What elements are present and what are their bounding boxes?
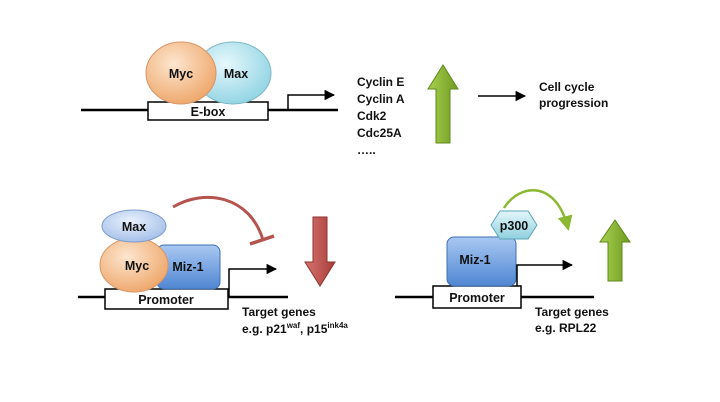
miz1-label-left: Miz-1 [172,260,203,274]
p300-protein [490,210,538,240]
caption-right-line1: Target genes [535,305,609,319]
gene-item: Cyclin A [357,92,405,106]
miz1-label-right: Miz-1 [459,253,490,267]
myc-label-left: Myc [125,259,149,273]
outcome-line2: progression [539,96,608,110]
promoter-label-right: Promoter [449,291,505,305]
max-label-top: Max [224,67,248,81]
caption-left-line2: e.g. p21waf, p15ink4a [242,321,348,336]
ebox-label: E-box [191,105,226,119]
upregulation-arrow-right [599,219,631,282]
transcription-arrow-right [516,259,574,286]
caption-right-line2: e.g. RPL22 [535,321,597,335]
caption-left-sup1: waf [286,321,301,330]
repression-curve [172,195,265,241]
caption-left-mid: , p15 [300,322,328,336]
p300-label: p300 [500,219,529,233]
gene-item: Cdc25A [357,126,402,140]
max-protein-left [101,209,167,243]
myc-protein-top [145,41,217,105]
transcription-arrow-top [287,89,336,110]
promoter-label-left: Promoter [138,293,194,307]
caption-left-sup2: ink4a [327,321,348,330]
repression-bar [249,234,275,246]
top-panel: E-box Myc Max Cyclin E Cyclin A Cdk2 Cdc… [81,41,608,157]
caption-left-prefix: e.g. p21 [242,322,287,336]
gene-item: ….. [357,143,376,157]
max-label-left: Max [122,220,146,234]
bottom-left-panel: Promoter Miz-1 Myc Max Target genes e.g.… [78,195,348,336]
upregulation-arrow-top [427,64,459,144]
outcome-line1: Cell cycle [539,80,595,94]
downregulation-arrow [304,216,336,287]
gene-item: Cdk2 [357,109,387,123]
bottom-right-panel: Promoter Miz-1 p300 Target genes e.g. RP… [395,189,631,335]
caption-left-line1: Target genes [242,305,316,319]
miz1-protein-right [446,236,517,287]
myc-label-top: Myc [169,67,193,81]
gene-item: Cyclin E [357,75,404,89]
transcription-arrow-left [228,263,278,297]
target-gene-list-top: Cyclin E Cyclin A Cdk2 Cdc25A ….. [357,75,405,157]
ebox-box [147,101,269,121]
activation-curve [502,189,573,231]
